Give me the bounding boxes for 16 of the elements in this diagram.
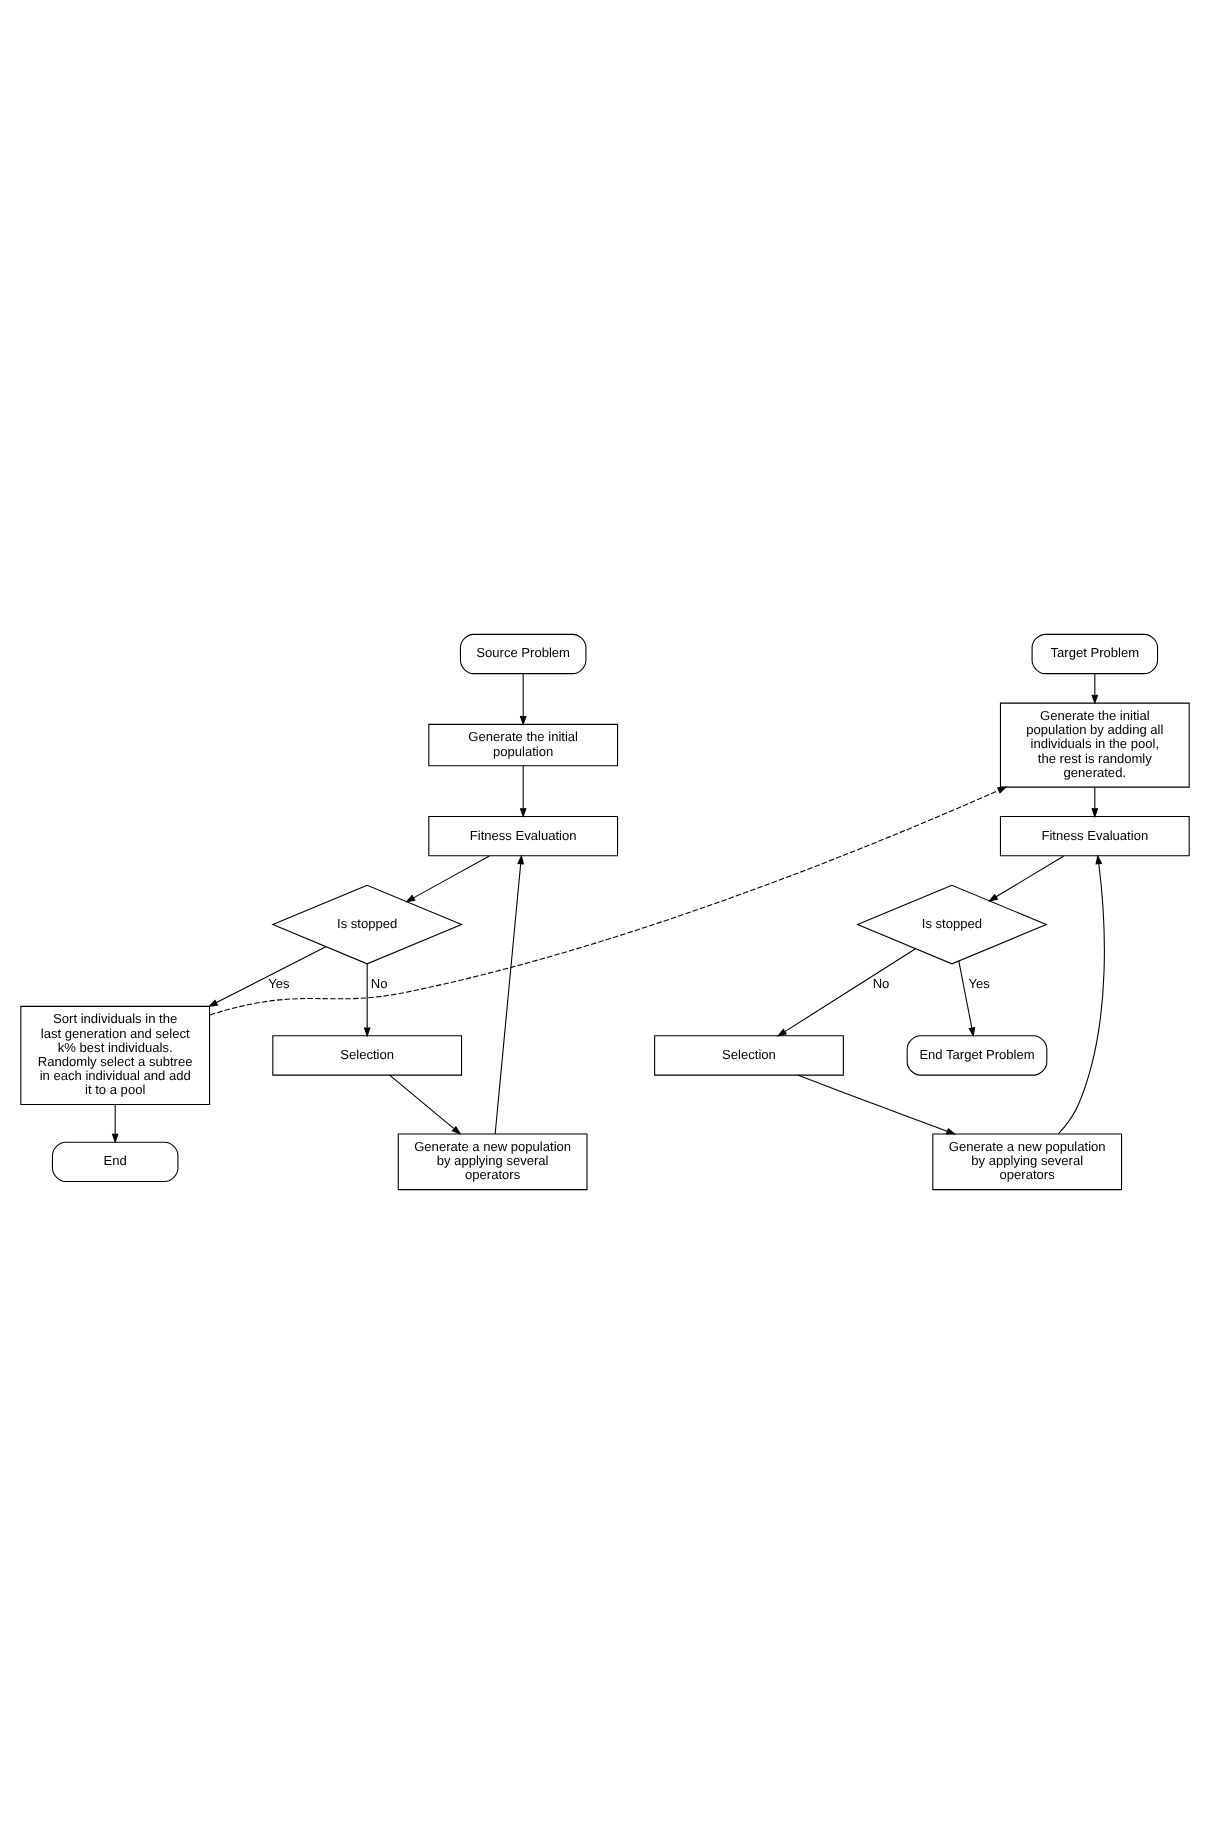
- arrow: [1091, 672, 1099, 704]
- arrow: [209, 785, 1008, 1015]
- arrow: [519, 764, 527, 817]
- arrow: [776, 947, 916, 1036]
- arrow: [797, 1073, 957, 1134]
- arrow: [389, 1073, 462, 1134]
- arrow: [405, 854, 490, 902]
- arrow: [111, 1103, 119, 1143]
- arrow: [1058, 853, 1105, 1134]
- arrow: [207, 945, 327, 1006]
- arrow: [988, 854, 1065, 901]
- arrow: [494, 853, 525, 1134]
- arrow: [958, 959, 976, 1037]
- arrow: [363, 962, 371, 1037]
- arrow: [1091, 785, 1099, 818]
- arrow: [519, 672, 527, 725]
